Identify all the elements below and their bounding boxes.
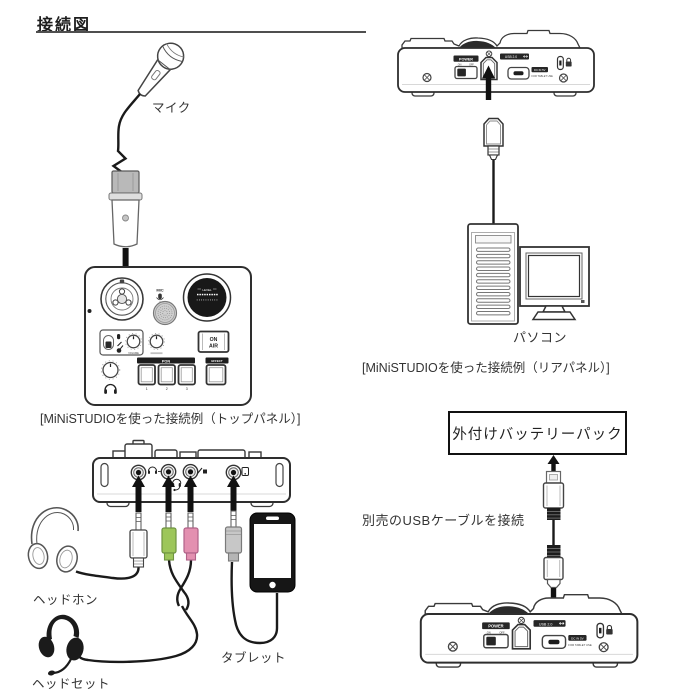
headphone-volume-knob xyxy=(100,360,121,380)
headset-green-cable xyxy=(167,559,190,611)
second-knob xyxy=(148,333,165,355)
on-air-line1: ON xyxy=(210,337,218,343)
tablet-plug xyxy=(224,510,243,562)
micro-usb-plug xyxy=(543,545,564,589)
phones-jack xyxy=(130,464,147,481)
headphone-icon xyxy=(148,466,161,474)
headphone-cable xyxy=(75,566,140,580)
tablet-label: タブレット xyxy=(221,651,287,665)
svg-text:2: 2 xyxy=(166,387,168,391)
battery-pack-box: 外付けバッテリーパック xyxy=(448,411,627,455)
headset-cable xyxy=(78,605,199,664)
headset-pink-cable xyxy=(176,559,193,607)
arrow-into-usb-port xyxy=(482,65,495,100)
on-air-line2: AIR xyxy=(209,344,218,350)
ministudio-front-panel xyxy=(92,457,291,503)
tablet-icon xyxy=(241,467,249,476)
headset-plug-green xyxy=(161,512,177,561)
usb-a-plug xyxy=(542,470,565,520)
page-title: 接続図 xyxy=(37,17,92,34)
tablet-jack xyxy=(225,464,242,481)
caption-top-panel: [MiNiSTUDIOを使った接続例（トップパネル）] xyxy=(40,412,301,426)
headset-plug-pink xyxy=(183,512,199,561)
headset-label: ヘッドセット xyxy=(32,677,111,691)
caption-rear-panel: [MiNiSTUDIOを使った接続例（リアパネル）] xyxy=(362,361,610,375)
level-meter: LEVEL xyxy=(182,273,232,322)
headphones-illustration xyxy=(27,507,79,573)
ministudio-top-panel: MIC LEVEL xyxy=(84,266,252,406)
pon-label-plate xyxy=(137,357,195,364)
svg-text:3: 3 xyxy=(186,387,188,391)
headphone-plug xyxy=(129,512,148,568)
pon-button-3: 3 xyxy=(177,364,196,391)
microphone-illustration xyxy=(137,42,185,97)
builtin-mic xyxy=(152,300,178,326)
svg-text:1: 1 xyxy=(146,387,148,391)
pc-tower xyxy=(467,223,519,325)
builtin-mic-label: MIC xyxy=(156,288,163,293)
headphone-label: ヘッドホン xyxy=(33,593,99,607)
rear-panel-top-right xyxy=(397,29,595,97)
headset-illustration xyxy=(38,614,84,676)
mic-cable xyxy=(111,93,141,173)
usb-cable-note: 別売のUSBケーブルを接続 xyxy=(362,513,525,528)
effect-button: EFFECT xyxy=(205,357,229,386)
headphone-icon xyxy=(104,383,117,394)
front-vent-left xyxy=(100,462,109,488)
xlr-connector xyxy=(108,170,143,248)
arrows-into-front-jacks xyxy=(132,475,240,512)
pon-button-2: 2 xyxy=(157,364,176,391)
edge-dot xyxy=(87,309,92,313)
front-vent-right xyxy=(275,462,284,488)
usb-b-plug xyxy=(483,117,504,161)
tablet-cable xyxy=(230,561,279,645)
level-label: LEVEL xyxy=(202,288,212,292)
pon-label: PON xyxy=(162,359,170,363)
tower-vents xyxy=(476,247,511,316)
mic-input-icon xyxy=(197,467,207,474)
volume-label: VOLUME xyxy=(128,352,139,355)
pon-button-1: 1 xyxy=(137,364,156,391)
xlr-combo-jack xyxy=(100,277,144,321)
effect-label: EFFECT xyxy=(211,359,222,363)
headset-mic-jack xyxy=(182,463,199,480)
rear-panel-bottom-right xyxy=(419,593,639,669)
mic-glyph-icon xyxy=(156,293,164,304)
smartphone-illustration xyxy=(249,512,296,593)
mic-label: マイク xyxy=(152,101,191,115)
input-control-box: VOLUME xyxy=(99,329,144,356)
arrow-into-battery-pack xyxy=(547,455,560,472)
pc-monitor xyxy=(519,246,590,321)
pc-label: パソコン xyxy=(513,330,568,345)
title-underline xyxy=(36,31,366,33)
on-air-button: ON AIR xyxy=(197,330,230,353)
headset-phones-jack xyxy=(160,463,177,480)
